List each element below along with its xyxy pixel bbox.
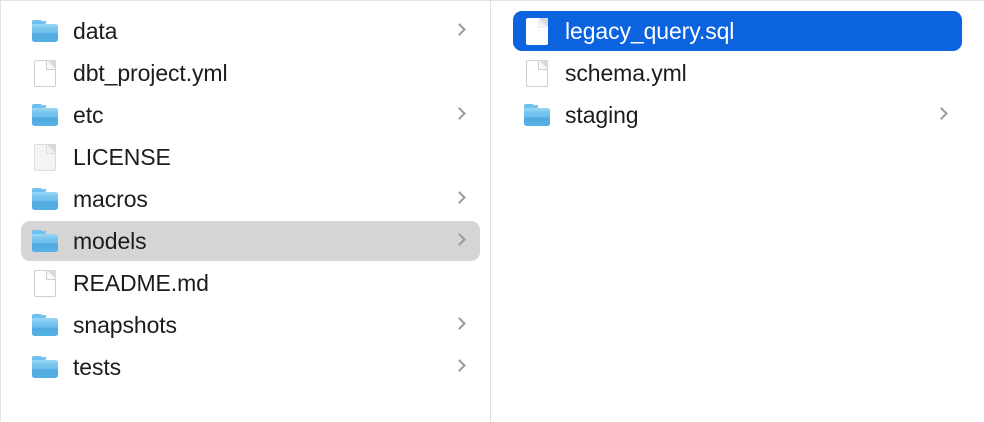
file-row-etc[interactable]: etc	[21, 95, 480, 135]
file-row-dbt-project-yml[interactable]: dbt_project.yml	[21, 53, 480, 93]
folder-icon	[31, 310, 59, 340]
file-row-snapshots[interactable]: snapshots	[21, 305, 480, 345]
file-row-macros[interactable]: macros	[21, 179, 480, 219]
chevron-right-icon[interactable]	[453, 357, 466, 377]
file-row-label: models	[73, 228, 147, 254]
chevron-right-icon[interactable]	[453, 315, 466, 335]
finder-column-project-root[interactable]: data dbt_project.yml etc LICENSE	[1, 1, 491, 422]
file-row-label: tests	[73, 354, 122, 380]
file-row-models[interactable]: models	[21, 221, 480, 261]
file-row-readme-md[interactable]: README.md	[21, 263, 480, 303]
file-row-label: data	[73, 18, 118, 44]
file-row-label: dbt_project.yml	[73, 60, 228, 86]
document-plain-icon	[31, 142, 59, 172]
file-row-label: LICENSE	[73, 144, 171, 170]
file-row-data[interactable]: data	[21, 11, 480, 51]
folder-icon	[31, 226, 59, 256]
file-row-legacy-query-sql[interactable]: legacy_query.sql	[513, 11, 962, 51]
document-icon	[523, 58, 551, 88]
document-icon	[523, 16, 551, 46]
chevron-right-icon[interactable]	[935, 105, 948, 125]
file-row-label: README.md	[73, 270, 209, 296]
chevron-right-icon[interactable]	[453, 189, 466, 209]
file-row-label: macros	[73, 186, 148, 212]
folder-icon	[523, 100, 551, 130]
file-row-label: staging	[565, 102, 639, 128]
file-row-label: snapshots	[73, 312, 177, 338]
folder-icon	[31, 352, 59, 382]
folder-icon	[31, 100, 59, 130]
document-icon	[31, 58, 59, 88]
folder-icon	[31, 16, 59, 46]
chevron-right-icon[interactable]	[453, 231, 466, 251]
file-row-label: legacy_query.sql	[565, 18, 735, 44]
file-row-label: schema.yml	[565, 60, 687, 86]
folder-icon	[31, 184, 59, 214]
file-row-schema-yml[interactable]: schema.yml	[513, 53, 962, 93]
chevron-right-icon[interactable]	[453, 21, 466, 41]
file-row-label: etc	[73, 102, 104, 128]
document-icon	[31, 268, 59, 298]
file-row-tests[interactable]: tests	[21, 347, 480, 387]
finder-column-models[interactable]: legacy_query.sql schema.yml staging	[491, 1, 984, 422]
chevron-right-icon[interactable]	[453, 105, 466, 125]
file-row-license[interactable]: LICENSE	[21, 137, 480, 177]
file-row-staging[interactable]: staging	[513, 95, 962, 135]
